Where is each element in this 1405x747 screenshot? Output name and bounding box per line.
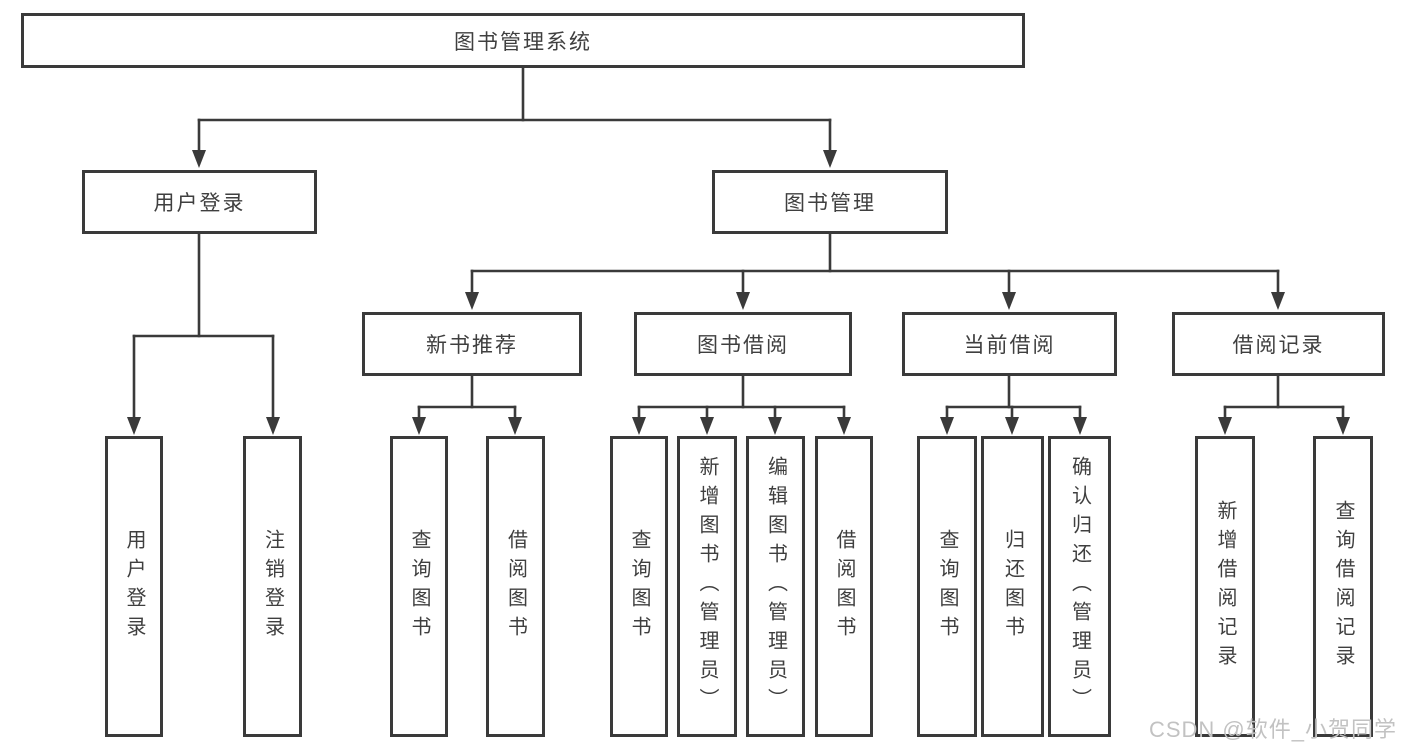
node-user-login-label: 用户登录 bbox=[153, 192, 246, 215]
leaf-borrow-books: 借阅图书 bbox=[815, 436, 873, 737]
leaf-query-books-borrow: 查询图书 bbox=[610, 436, 668, 737]
leaf-logout-label: 注销登录 bbox=[261, 528, 284, 645]
node-new-book-recommend-label: 新书推荐 bbox=[426, 334, 518, 357]
leaf-user-login-label: 用户登录 bbox=[123, 528, 145, 645]
node-borrow-record-label: 借阅记录 bbox=[1232, 334, 1325, 357]
arrowheads bbox=[127, 150, 1350, 435]
leaf-borrow-books-recommend-label: 借阅图书 bbox=[504, 528, 527, 645]
leaf-borrow-books-recommend: 借阅图书 bbox=[486, 436, 545, 737]
leaf-add-book-admin-label: 新增图书（管理员） bbox=[696, 456, 718, 717]
leaf-query-books-current-label: 查询图书 bbox=[936, 528, 958, 645]
node-new-book-recommend: 新书推荐 bbox=[362, 312, 582, 376]
node-borrow-record: 借阅记录 bbox=[1172, 312, 1385, 376]
leaf-add-borrow-record-label: 新增借阅记录 bbox=[1214, 499, 1236, 674]
node-book-management: 图书管理 bbox=[712, 170, 948, 234]
leaf-confirm-return-admin: 确认归还（管理员） bbox=[1048, 436, 1111, 737]
node-current-borrow: 当前借阅 bbox=[902, 312, 1117, 376]
leaf-query-borrow-record-label: 查询借阅记录 bbox=[1332, 499, 1354, 674]
leaf-query-books-current: 查询图书 bbox=[917, 436, 977, 737]
leaf-borrow-books-label: 借阅图书 bbox=[833, 528, 855, 645]
leaf-query-borrow-record: 查询借阅记录 bbox=[1313, 436, 1373, 737]
node-current-borrow-label: 当前借阅 bbox=[963, 334, 1056, 357]
leaf-edit-book-admin: 编辑图书（管理员） bbox=[746, 436, 805, 737]
leaf-query-books-recommend-label: 查询图书 bbox=[408, 528, 430, 645]
leaf-confirm-return-admin-label: 确认归还（管理员） bbox=[1068, 456, 1091, 717]
node-book-borrow-label: 图书借阅 bbox=[697, 334, 789, 357]
leaf-add-borrow-record: 新增借阅记录 bbox=[1195, 436, 1255, 737]
leaf-return-books: 归还图书 bbox=[981, 436, 1044, 737]
csdn-watermark: CSDN @软件_小贺同学 bbox=[1148, 717, 1397, 742]
leaf-edit-book-admin-label: 编辑图书（管理员） bbox=[764, 456, 787, 717]
root-node: 图书管理系统 bbox=[21, 13, 1025, 68]
leaf-query-books-recommend: 查询图书 bbox=[390, 436, 448, 737]
node-user-login: 用户登录 bbox=[82, 170, 317, 234]
root-node-label: 图书管理系统 bbox=[454, 30, 592, 54]
leaf-user-login: 用户登录 bbox=[105, 436, 163, 737]
node-book-management-label: 图书管理 bbox=[784, 192, 876, 215]
node-book-borrow: 图书借阅 bbox=[634, 312, 852, 376]
leaf-logout: 注销登录 bbox=[243, 436, 302, 737]
leaf-return-books-label: 归还图书 bbox=[1001, 528, 1024, 645]
leaf-query-books-borrow-label: 查询图书 bbox=[628, 528, 650, 645]
leaf-add-book-admin: 新增图书（管理员） bbox=[677, 436, 737, 737]
